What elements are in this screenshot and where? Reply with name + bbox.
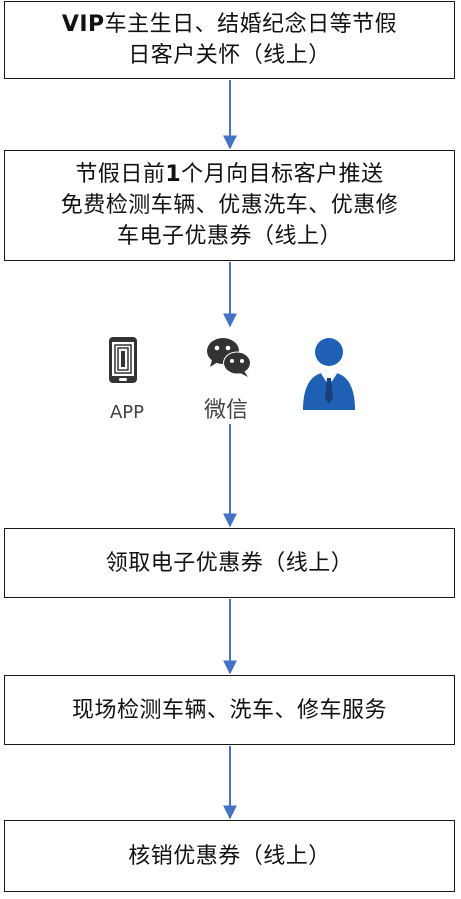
channel-label-wechat: 微信 <box>203 398 248 423</box>
step-5-line-1: 核销优惠券（线上） <box>128 843 331 869</box>
step-4-line-1: 现场检测车辆、洗车、修车服务 <box>71 697 387 723</box>
step-2-line-1: 节假日前1个月向目标客户推送 <box>75 162 384 187</box>
channel-label-app: APP <box>109 402 145 423</box>
step-1-box: VIP车主生日、结婚纪念日等节假 日客户关怀（线上） <box>4 1 455 79</box>
step-5-box: 核销优惠券（线上） <box>4 820 455 892</box>
one-month-emphasis: 1 <box>165 162 182 187</box>
mobile-phone-icon <box>109 337 137 383</box>
step-4-box: 现场检测车辆、洗车、修车服务 <box>4 675 455 745</box>
step-3-line-1: 领取电子优惠券（线上） <box>105 550 354 576</box>
person-icon <box>303 338 355 410</box>
step-3-box: 领取电子优惠券（线上） <box>4 528 455 598</box>
step-2-line-3: 车电子优惠券（线上） <box>116 224 342 249</box>
vip-emphasis: VIP <box>61 12 105 37</box>
wechat-icon <box>207 338 251 377</box>
step-2-line-2: 免费检测车辆、优惠洗车、优惠修 <box>60 193 399 218</box>
step-2-box: 节假日前1个月向目标客户推送 免费检测车辆、优惠洗车、优惠修 车电子优惠券（线上… <box>4 150 455 261</box>
step-1-line-2: 日客户关怀（线上） <box>128 43 331 68</box>
step-1-line-1: VIP车主生日、结婚纪念日等节假 <box>61 12 398 37</box>
